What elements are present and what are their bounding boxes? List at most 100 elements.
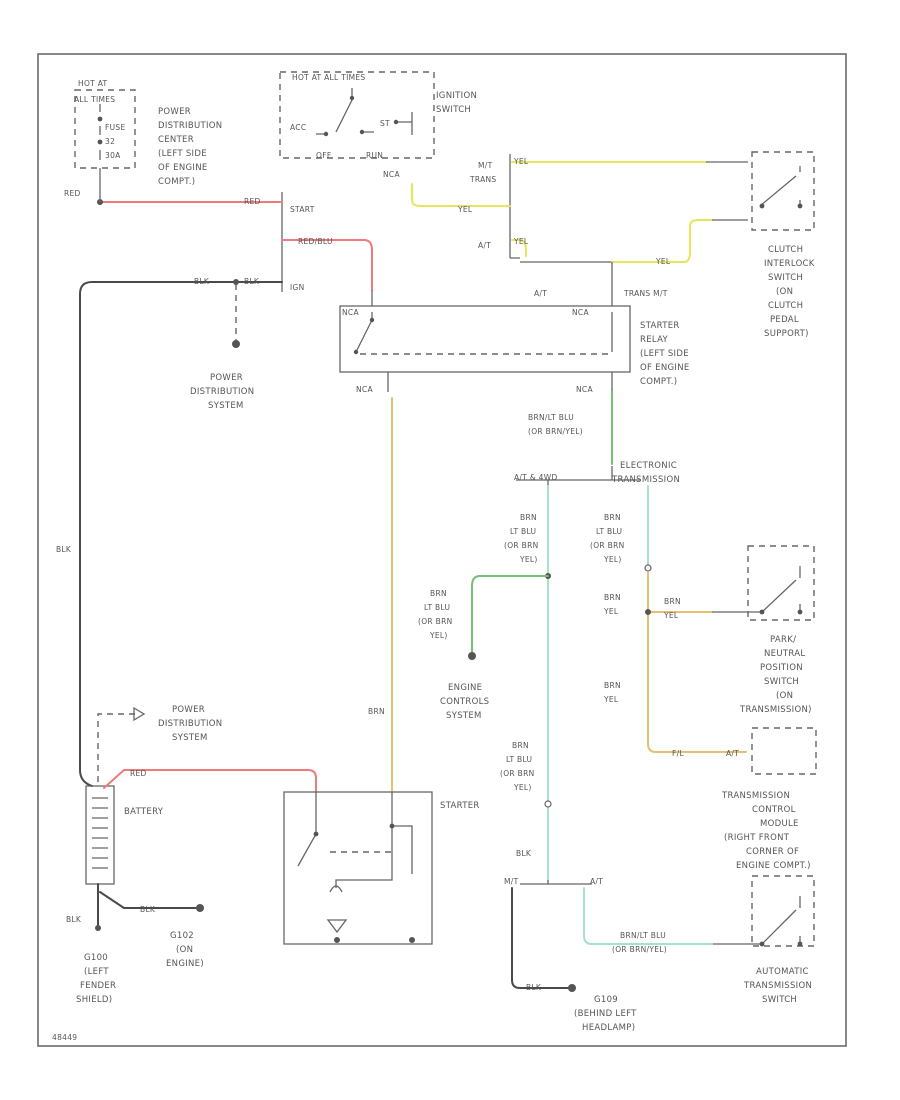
- electronic-transmission-bracket: A/T & 4WD ELECTRONIC TRANSMISSION: [514, 461, 680, 486]
- svg-text:(ON: (ON: [776, 287, 793, 297]
- svg-text:A/T: A/T: [590, 877, 603, 886]
- ign-hot-label: HOT AT ALL TIMES: [292, 73, 365, 82]
- blk-label-7: BLK: [516, 849, 532, 858]
- svg-text:CLUTCH: CLUTCH: [768, 245, 803, 255]
- blk-wire-main: [79, 281, 283, 787]
- svg-text:SWITCH: SWITCH: [768, 273, 803, 283]
- svg-text:DISTRIBUTION: DISTRIBUTION: [190, 387, 254, 397]
- yel-label-4: YEL: [655, 257, 671, 266]
- relay-nca-top-1: NCA: [342, 308, 359, 317]
- grn-wire-engine: [471, 575, 549, 657]
- svg-text:(OR BRN: (OR BRN: [418, 617, 453, 626]
- starter-motor: STARTER: [283, 791, 480, 945]
- svg-text:SYSTEM: SYSTEM: [172, 733, 208, 743]
- transmission-control-module: F/L A/T TRANSMISSION CONTROL MODULE (RIG…: [672, 727, 817, 871]
- yellow-wire-ignition: [411, 183, 511, 207]
- svg-text:A/T: A/T: [726, 749, 739, 758]
- svg-text:(OR BRN: (OR BRN: [500, 769, 535, 778]
- mt-at-selector: M/T A/T BLK: [504, 849, 603, 886]
- svg-text:YEL): YEL): [603, 555, 622, 564]
- svg-text:COMPT.): COMPT.): [640, 377, 677, 387]
- svg-text:ENGINE: ENGINE: [448, 683, 482, 693]
- red-blu-wire: [281, 239, 373, 291]
- svg-text:BRN: BRN: [604, 593, 621, 602]
- ign-run-label: RUN: [366, 151, 383, 160]
- svg-text:OF ENGINE: OF ENGINE: [158, 163, 208, 173]
- svg-text:BRN/LT BLU: BRN/LT BLU: [620, 931, 666, 940]
- svg-text:SWITCH: SWITCH: [436, 105, 471, 115]
- svg-text:CONTROLS: CONTROLS: [440, 697, 489, 707]
- svg-text:TRANSMISSION: TRANSMISSION: [721, 791, 790, 801]
- brn-yel-wire: [647, 571, 747, 753]
- fuse-rating: 30A: [105, 151, 121, 160]
- svg-text:PARK/: PARK/: [770, 635, 796, 645]
- svg-text:BRN: BRN: [520, 513, 537, 522]
- svg-text:CLUTCH: CLUTCH: [768, 301, 803, 311]
- fuse-box: HOT AT ALL TIMES FUSE 32 30A: [74, 79, 136, 169]
- svg-text:F/L: F/L: [672, 749, 684, 758]
- svg-text:YEL): YEL): [429, 631, 448, 640]
- relay-nca-bot-1: NCA: [356, 385, 373, 394]
- svg-text:LT BLU: LT BLU: [510, 527, 536, 536]
- svg-text:(OR BRN/YEL): (OR BRN/YEL): [612, 945, 667, 954]
- blk-wire-g109: [511, 887, 573, 989]
- svg-text:COMPT.): COMPT.): [158, 177, 195, 187]
- fuse-label: FUSE: [105, 123, 126, 132]
- fuse-all-times-label: ALL TIMES: [74, 95, 115, 104]
- teal-wire-bottom: [583, 887, 713, 945]
- yellow-wire-clutch: [611, 219, 713, 263]
- clutch-interlock-switch: CLUTCH INTERLOCK SWITCH (ON CLUTCH PEDAL…: [751, 151, 815, 339]
- ign-off-label: OFF: [316, 151, 331, 160]
- svg-text:LT BLU: LT BLU: [424, 603, 450, 612]
- svg-text:BRN: BRN: [604, 513, 621, 522]
- svg-text:(OR BRN/YEL): (OR BRN/YEL): [528, 427, 583, 436]
- ignition-switch-label: IGNITION: [436, 91, 477, 101]
- starter-relay: NCA NCA NCA NCA STARTER RELAY (LEFT SIDE…: [339, 305, 689, 394]
- svg-text:(LEFT: (LEFT: [84, 967, 109, 977]
- blk-label-3: BLK: [56, 545, 72, 554]
- g102-ground-label: G102 (ON ENGINE): [166, 931, 204, 969]
- svg-text:TRANSMISSION): TRANSMISSION): [739, 705, 812, 715]
- svg-text:(LEFT SIDE: (LEFT SIDE: [640, 349, 689, 359]
- svg-text:BRN/LT BLU: BRN/LT BLU: [528, 413, 574, 422]
- ignition-switch: HOT AT ALL TIMES ACC OFF RUN ST IGNITION…: [279, 71, 477, 179]
- g100-ground-label: G100 (LEFT FENDER SHIELD): [76, 953, 116, 1005]
- power-distribution-center-label: POWER DISTRIBUTION CENTER (LEFT SIDE OF …: [158, 107, 222, 187]
- svg-text:(ON: (ON: [176, 945, 193, 955]
- svg-text:LT BLU: LT BLU: [506, 755, 532, 764]
- power-distribution-system-upper: POWER DISTRIBUTION SYSTEM: [190, 284, 254, 411]
- yel-label-1: YEL: [513, 157, 529, 166]
- fuse-hot-label: HOT AT: [78, 79, 108, 88]
- ign-nca-label: NCA: [383, 170, 400, 179]
- ign-st-label: ST: [380, 119, 390, 128]
- svg-text:HEADLAMP): HEADLAMP): [582, 1023, 635, 1033]
- yel-label-2: YEL: [457, 205, 473, 214]
- at-label: A/T: [478, 241, 491, 250]
- park-neutral-switch: PARK/ NEUTRAL POSITION SWITCH (ON TRANSM…: [712, 545, 815, 715]
- svg-text:YEL: YEL: [663, 611, 679, 620]
- red-wire-battery-starter: [103, 769, 317, 793]
- svg-text:YEL): YEL): [513, 783, 532, 792]
- trans-mt-label: TRANS M/T: [623, 289, 668, 298]
- svg-text:CONTROL: CONTROL: [752, 805, 796, 815]
- svg-text:(OR BRN: (OR BRN: [590, 541, 625, 550]
- svg-text:YEL: YEL: [603, 607, 619, 616]
- svg-text:DISTRIBUTION: DISTRIBUTION: [158, 121, 222, 131]
- svg-text:ENGINE): ENGINE): [166, 959, 204, 969]
- svg-text:ENGINE COMPT.): ENGINE COMPT.): [736, 861, 811, 871]
- svg-text:START: START: [290, 205, 315, 214]
- svg-text:TRANS: TRANS: [469, 175, 497, 184]
- svg-text:G100: G100: [84, 953, 108, 963]
- power-distribution-system-lower: POWER DISTRIBUTION SYSTEM: [97, 705, 222, 782]
- svg-text:SWITCH: SWITCH: [764, 677, 799, 687]
- svg-text:(OR BRN: (OR BRN: [504, 541, 539, 550]
- svg-text:CENTER: CENTER: [158, 135, 194, 145]
- svg-text:DISTRIBUTION: DISTRIBUTION: [158, 719, 222, 729]
- diagram-code: 48449: [52, 1033, 77, 1042]
- mt-trans-bracket: M/T TRANS A/T A/T TRANS M/T: [469, 154, 668, 298]
- svg-text:BRN: BRN: [430, 589, 447, 598]
- svg-text:IGN: IGN: [290, 283, 305, 292]
- starter-label: STARTER: [440, 801, 480, 811]
- svg-text:PEDAL: PEDAL: [770, 315, 799, 325]
- svg-text:BRN: BRN: [512, 741, 529, 750]
